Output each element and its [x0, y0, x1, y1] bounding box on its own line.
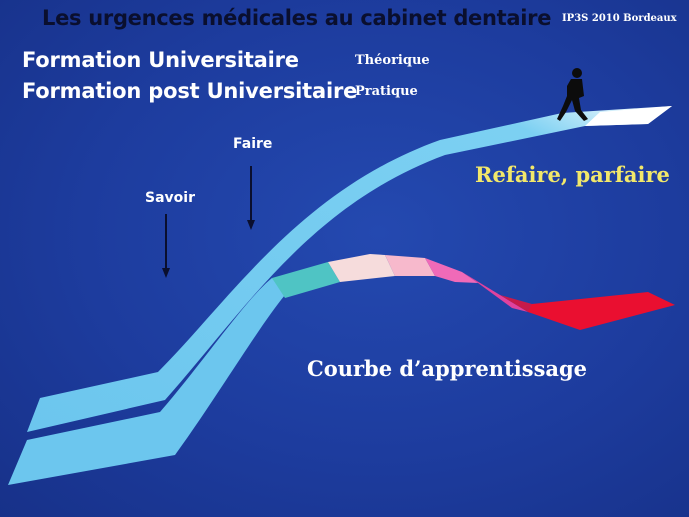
- mode-theorique: Théorique: [355, 53, 430, 68]
- learning-curve-segment: [272, 262, 340, 298]
- step-refaire-parfaire: Refaire, parfaire: [475, 162, 670, 187]
- learning-curve-segment: [528, 292, 675, 330]
- upper-ribbon: [27, 106, 672, 432]
- credit-label: IP3S 2010 Bordeaux: [562, 13, 677, 24]
- learning-curve-label: Courbe d’apprentissage: [307, 356, 588, 381]
- learning-curve-segment: [462, 272, 528, 312]
- mode-pratique: Pratique: [355, 84, 418, 99]
- down-arrow-icon: [162, 214, 170, 278]
- learning-curve-segment: [425, 258, 478, 283]
- lower-ribbon: [8, 278, 285, 485]
- upper-ribbon-tip: [585, 106, 672, 126]
- formation-universitaire: Formation Universitaire: [22, 48, 299, 72]
- learning-curve-segment: [328, 254, 395, 282]
- learning-curve-segment: [385, 255, 435, 276]
- step-faire: Faire: [233, 136, 273, 152]
- slide-title: Les urgences médicales au cabinet dentai…: [42, 6, 552, 30]
- step-savoir: Savoir: [145, 190, 195, 206]
- formation-post-universitaire: Formation post Universitaire: [22, 79, 358, 103]
- down-arrow-icon: [247, 166, 255, 230]
- walking-person-icon: [557, 68, 588, 121]
